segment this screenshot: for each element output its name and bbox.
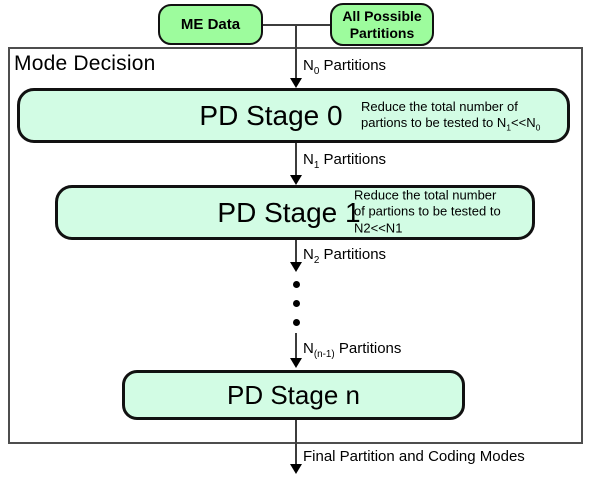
arrowhead-after-stage1	[290, 262, 302, 272]
edge-label-n-minus-1-partitions: N(n-1) Partitions	[303, 340, 402, 360]
ellipsis-dot	[293, 319, 300, 326]
arrowhead-to-stage0	[290, 78, 302, 88]
stage1-label: PD Stage 1	[217, 196, 361, 228]
final-output-label: Final Partition and Coding Modes	[303, 448, 525, 465]
stage1-note-line3: N2<<N1	[354, 220, 403, 236]
arrowhead-to-stage1	[290, 175, 302, 185]
edge-label-n0-partitions: N0 Partitions	[303, 57, 387, 77]
node-all-possible-line2: Partitions	[349, 24, 415, 41]
stage1-note-line1: Reduce the total number	[354, 187, 497, 203]
node-me-data-label: ME Data	[180, 16, 241, 33]
stage0-box: PD Stage 0 Reduce the total number of pa…	[17, 88, 570, 143]
node-me-data: ME Data	[158, 4, 263, 45]
edge-label-n2-partitions: N2 Partitions	[303, 246, 387, 266]
stage-n-box: PD Stage n	[122, 370, 465, 420]
stage1-box: PD Stage 1 Reduce the total number of pa…	[55, 185, 535, 240]
arrow-line-after-stage1	[295, 240, 297, 263]
ellipsis-dot	[293, 281, 300, 288]
arrow-line-to-stage-n	[295, 333, 297, 359]
stage0-note-line2: partions to be tested to N1<<N0	[361, 115, 541, 134]
stage0-label: PD Stage 0	[199, 99, 343, 131]
ellipsis-dot	[293, 300, 300, 307]
arrowhead-to-stage-n	[290, 358, 302, 368]
node-all-possible-line1: All Possible	[342, 7, 422, 24]
arrow-line-final-output	[295, 420, 297, 465]
edge-label-n1-partitions: N1 Partitions	[303, 151, 387, 171]
arrow-line-to-stage1	[295, 143, 297, 176]
container-title: Mode Decision	[14, 52, 156, 75]
stage1-note-line2: of partions to be tested to	[354, 204, 501, 220]
node-all-possible-partitions: All Possible Partitions	[330, 3, 434, 46]
arrow-line-to-stage0	[295, 24, 297, 79]
stage0-note: Reduce the total number of partions to b…	[361, 99, 565, 133]
stage1-note: Reduce the total number of partions to b…	[354, 187, 528, 238]
stage-n-label: PD Stage n	[227, 379, 360, 410]
arrowhead-final-output	[290, 464, 302, 474]
stage0-note-line1: Reduce the total number of	[361, 98, 518, 114]
